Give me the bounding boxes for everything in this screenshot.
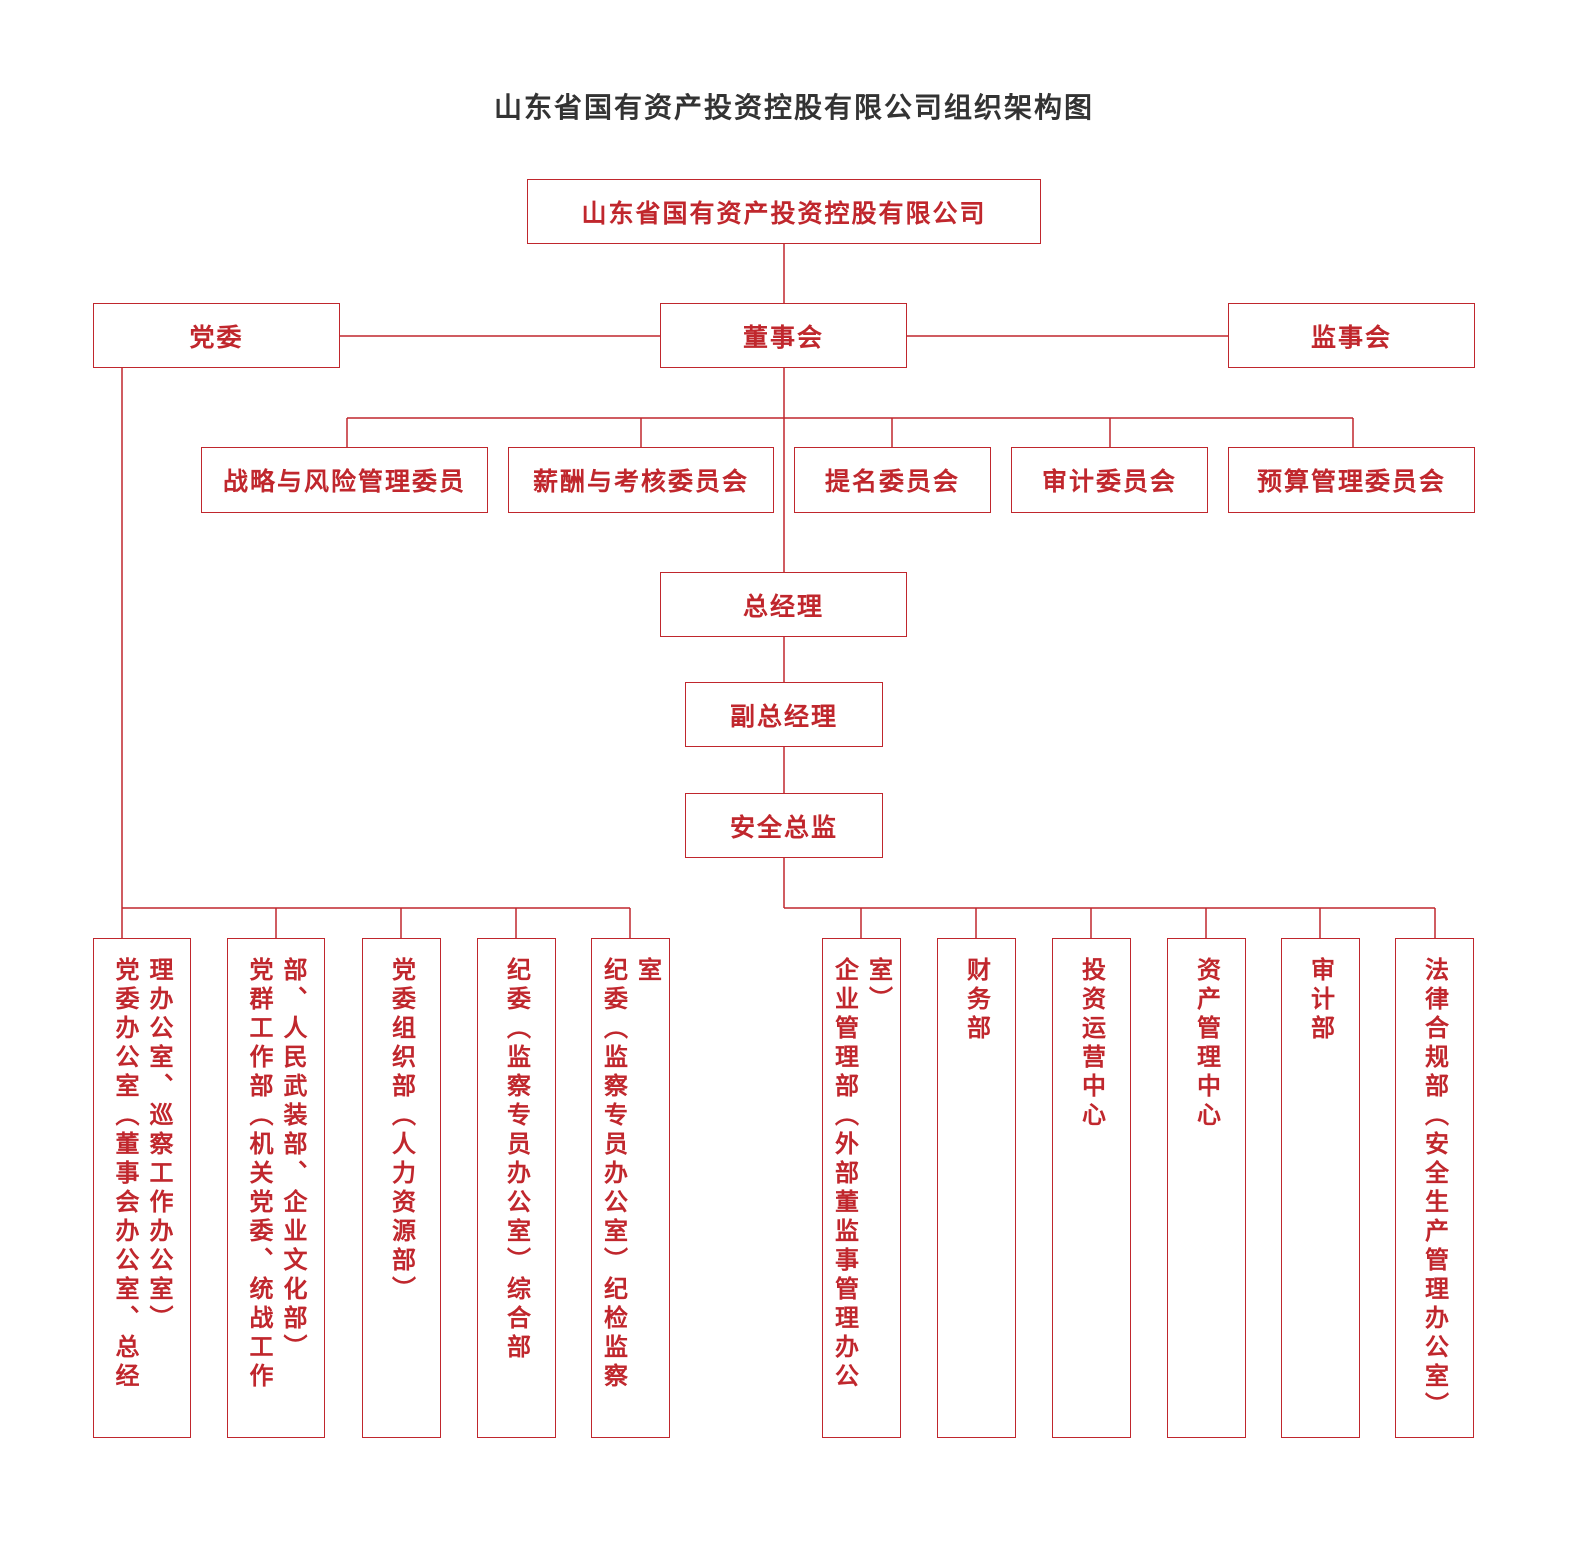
party-department-node: 党群工作部（机关党委、统战工作部、人民武装部、企业文化部） (227, 938, 325, 1438)
board-node: 董事会 (660, 303, 907, 368)
party-department-node: 纪委（监察专员办公室）纪检监察室 (591, 938, 670, 1438)
department-label: 纪委（监察专员办公室）综合部 (502, 957, 531, 1363)
general-manager-node: 总经理 (660, 572, 907, 637)
department-label: 企业管理部（外部董监事管理办公室） (830, 957, 893, 1392)
committee-node: 审计委员会 (1011, 447, 1208, 513)
department-label: 党群工作部（机关党委、统战工作部、人民武装部、企业文化部） (245, 957, 307, 1392)
party-department-node: 纪委（监察专员办公室）综合部 (477, 938, 556, 1438)
department-label: 财务部 (962, 957, 991, 1044)
department-label: 资产管理中心 (1192, 957, 1221, 1131)
committee-node: 战略与风险管理委员 (201, 447, 488, 513)
department-label: 纪委（监察专员办公室）纪检监察室 (599, 957, 662, 1392)
department-label: 党委办公室（董事会办公室、总经理办公室、巡察工作办公室） (111, 957, 173, 1392)
safety-director-node: 安全总监 (685, 793, 883, 858)
department-label: 党委组织部（人力资源部） (387, 957, 416, 1305)
party-department-node: 党委办公室（董事会办公室、总经理办公室、巡察工作办公室） (93, 938, 191, 1438)
business-department-node: 财务部 (937, 938, 1016, 1438)
business-department-node: 资产管理中心 (1167, 938, 1246, 1438)
committee-node: 提名委员会 (794, 447, 991, 513)
business-department-node: 法律合规部（安全生产管理办公室） (1395, 938, 1474, 1438)
company-node: 山东省国有资产投资控股有限公司 (527, 179, 1041, 244)
business-department-node: 投资运营中心 (1052, 938, 1131, 1438)
business-department-node: 企业管理部（外部董监事管理办公室） (822, 938, 901, 1438)
department-label: 审计部 (1306, 957, 1335, 1044)
party-department-node: 党委组织部（人力资源部） (362, 938, 441, 1438)
department-label: 投资运营中心 (1077, 957, 1106, 1131)
chart-title: 山东省国有资产投资控股有限公司组织架构图 (493, 91, 1094, 124)
deputy-general-manager-node: 副总经理 (685, 682, 883, 747)
department-label: 法律合规部（安全生产管理办公室） (1420, 957, 1449, 1421)
party-committee-node: 党委 (93, 303, 340, 368)
committee-node: 预算管理委员会 (1228, 447, 1475, 513)
business-department-node: 审计部 (1281, 938, 1360, 1438)
supervisory-board-node: 监事会 (1228, 303, 1475, 368)
committee-node: 薪酬与考核委员会 (508, 447, 774, 513)
